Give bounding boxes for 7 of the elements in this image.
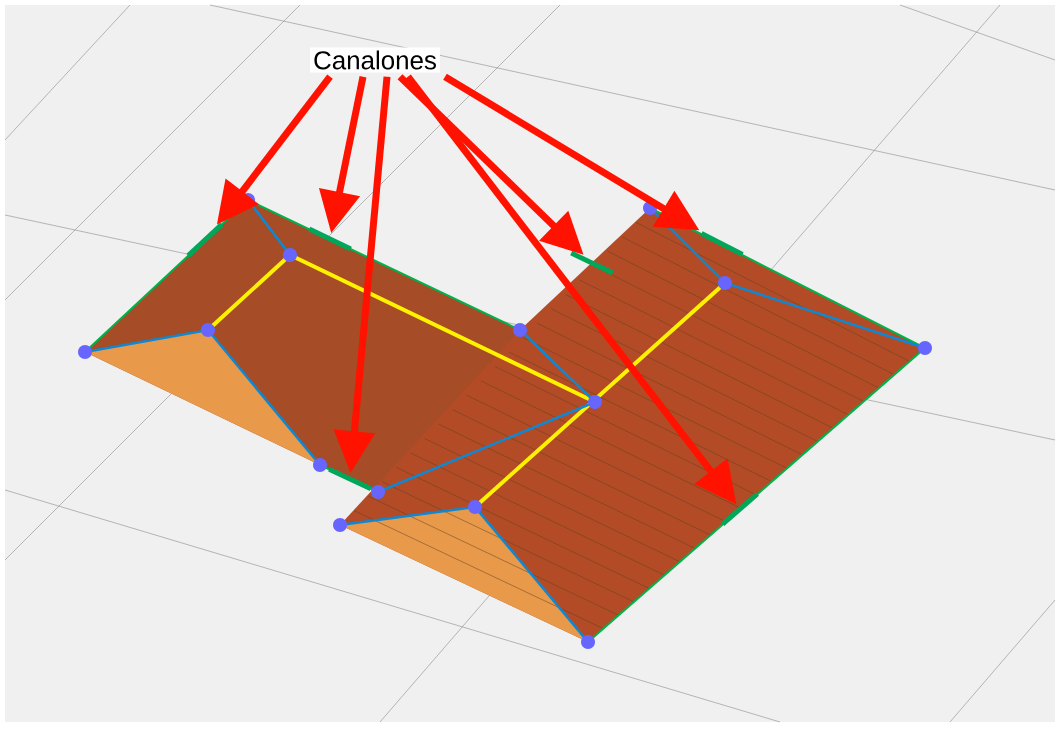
gutter xyxy=(308,226,352,252)
gutter xyxy=(721,492,759,526)
callout-label: Canalones xyxy=(310,47,440,73)
gutter xyxy=(570,250,614,276)
gutter xyxy=(328,467,372,491)
gutter xyxy=(186,222,224,258)
gutter xyxy=(700,231,744,257)
